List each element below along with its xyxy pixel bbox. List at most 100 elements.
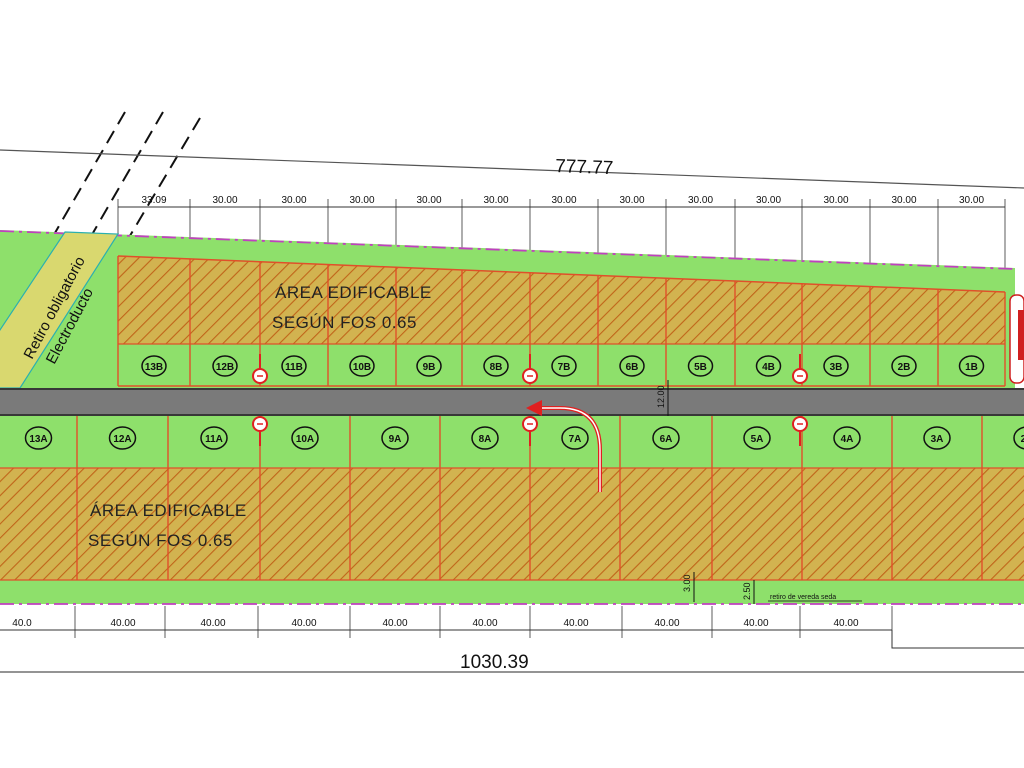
lot-label: 5A (751, 434, 764, 445)
segment-dimension: 40.00 (200, 618, 225, 629)
segment-dimension: 40.00 (743, 618, 768, 629)
segment-dimension: 30.00 (688, 195, 713, 206)
lot-label: 6A (660, 434, 673, 445)
lot-marker: 8B (483, 355, 509, 377)
segment-dimension: 30.00 (483, 195, 508, 206)
lot-marker: 12A (108, 426, 137, 450)
lot-label: 4A (841, 434, 854, 445)
upper-magenta-boundary (0, 230, 1016, 270)
lot-marker: 7B (551, 355, 577, 377)
lot-marker: 5B (687, 355, 714, 377)
right-step-line (891, 630, 1024, 649)
lot-marker: 4A (833, 426, 861, 450)
lot-marker: 9A (381, 426, 409, 450)
access-marker-icon (252, 416, 268, 446)
lot-label: 11B (285, 362, 303, 373)
access-marker-icon (792, 354, 808, 384)
lot-marker: 10A (291, 426, 319, 450)
bottom-total-dimension: 1030.39 (460, 652, 529, 673)
segment-dimension: 40.00 (382, 618, 407, 629)
lot-marker: 7A (561, 426, 589, 450)
lot-label: 12A (113, 434, 131, 445)
lot-label: 10A (296, 434, 314, 445)
access-marker-icon (522, 354, 538, 384)
lot-label: 8A (479, 434, 492, 445)
lot-label: 8B (490, 362, 503, 373)
lot-marker: 6A (652, 426, 680, 450)
upper-buildable-area (118, 256, 1005, 344)
median-note: retiro de vereda seda (770, 594, 836, 601)
lot-marker: 8A (471, 426, 499, 450)
upper-lot-frontline (117, 255, 1006, 293)
segment-dimension: 30.00 (619, 195, 644, 206)
lot-label: 2A (1021, 434, 1024, 445)
lot-label: 3A (931, 434, 944, 445)
small-dimension-left: 3.00 (682, 574, 692, 592)
lot-label: 4B (762, 362, 775, 373)
segment-dimension: 30.00 (416, 195, 441, 206)
lot-marker: 13A (24, 426, 53, 450)
segment-dimension: 33.09 (141, 195, 166, 206)
segment-dimension: 40.00 (563, 618, 588, 629)
segment-dimension: 30.00 (349, 195, 374, 206)
lot-label: 12B (216, 362, 234, 373)
segment-dimension: 30.00 (891, 195, 916, 206)
lot-label: 2B (898, 362, 911, 373)
segment-dimension: 30.00 (212, 195, 237, 206)
segment-dimension: 30.00 (823, 195, 848, 206)
lot-marker: 11B (281, 355, 307, 377)
access-marker-icon (252, 354, 268, 384)
lot-label: 7A (569, 434, 582, 445)
segment-dimension: 40.00 (291, 618, 316, 629)
lot-label: 13B (145, 362, 163, 373)
lot-label: 9B (423, 362, 436, 373)
lot-label: 11A (205, 434, 223, 445)
small-dimension-right: 2.50 (742, 582, 752, 600)
lower-lots: 13A 12A 11A 10A 9A 8A 7A 6A 5A 4A 3A 2A (24, 416, 1024, 580)
lot-marker: 10B (349, 355, 375, 377)
lot-label: 6B (626, 362, 639, 373)
road (0, 388, 1024, 416)
lot-marker: 1B (958, 355, 985, 377)
lot-label: 1B (965, 362, 978, 373)
lot-marker: 11A (200, 426, 228, 450)
top-total-dimension: 777.77 (555, 156, 614, 179)
lot-label: 9A (389, 434, 402, 445)
access-marker-icon (522, 416, 538, 446)
access-marker-icon (792, 416, 808, 446)
segment-dimension: 30.00 (281, 195, 306, 206)
access-markers (252, 354, 808, 446)
lot-marker: 4B (755, 355, 782, 377)
segment-dimension: 30.00 (551, 195, 576, 206)
lower-area-label-line1: ÁREA EDIFICABLE (90, 501, 247, 520)
segment-dimension: 40.00 (654, 618, 679, 629)
lot-label: 3B (830, 362, 843, 373)
lot-label: 10B (353, 362, 371, 373)
lower-buildable-area (0, 468, 1024, 580)
lot-marker: 2B (891, 355, 917, 377)
road-width-label: 12.00 (656, 385, 666, 408)
segment-dimension: 40.00 (833, 618, 858, 629)
lot-marker: 6B (619, 355, 645, 377)
lot-label: 5B (694, 362, 707, 373)
lot-marker: 2A (1013, 426, 1024, 450)
lot-label: 7B (558, 362, 571, 373)
segment-dimension: 30.00 (756, 195, 781, 206)
lot-marker: 12B (212, 355, 238, 377)
lot-label: 13A (29, 434, 47, 445)
upper-area-label-line1: ÁREA EDIFICABLE (275, 283, 432, 302)
segment-dimension: 30.00 (959, 195, 984, 206)
lot-marker: 13B (141, 355, 167, 377)
top-dimension-line: 777.77 (0, 149, 1024, 189)
lot-marker: 5A (743, 426, 771, 450)
lot-marker: 9B (416, 355, 442, 377)
upper-area-label-line2: SEGÚN FOS 0.65 (272, 313, 417, 332)
upper-lots: 13B 12B 11B 10B 9B 8B 7B 6B 5B 4B 3B 2B 1B (117, 256, 1006, 386)
lot-marker: 3B (823, 355, 849, 377)
segment-dimension: 40.00 (472, 618, 497, 629)
lot-marker: 3A (923, 426, 951, 450)
lower-area-label-line2: SEGÚN FOS 0.65 (88, 531, 233, 550)
segment-dimension: 40.00 (110, 618, 135, 629)
